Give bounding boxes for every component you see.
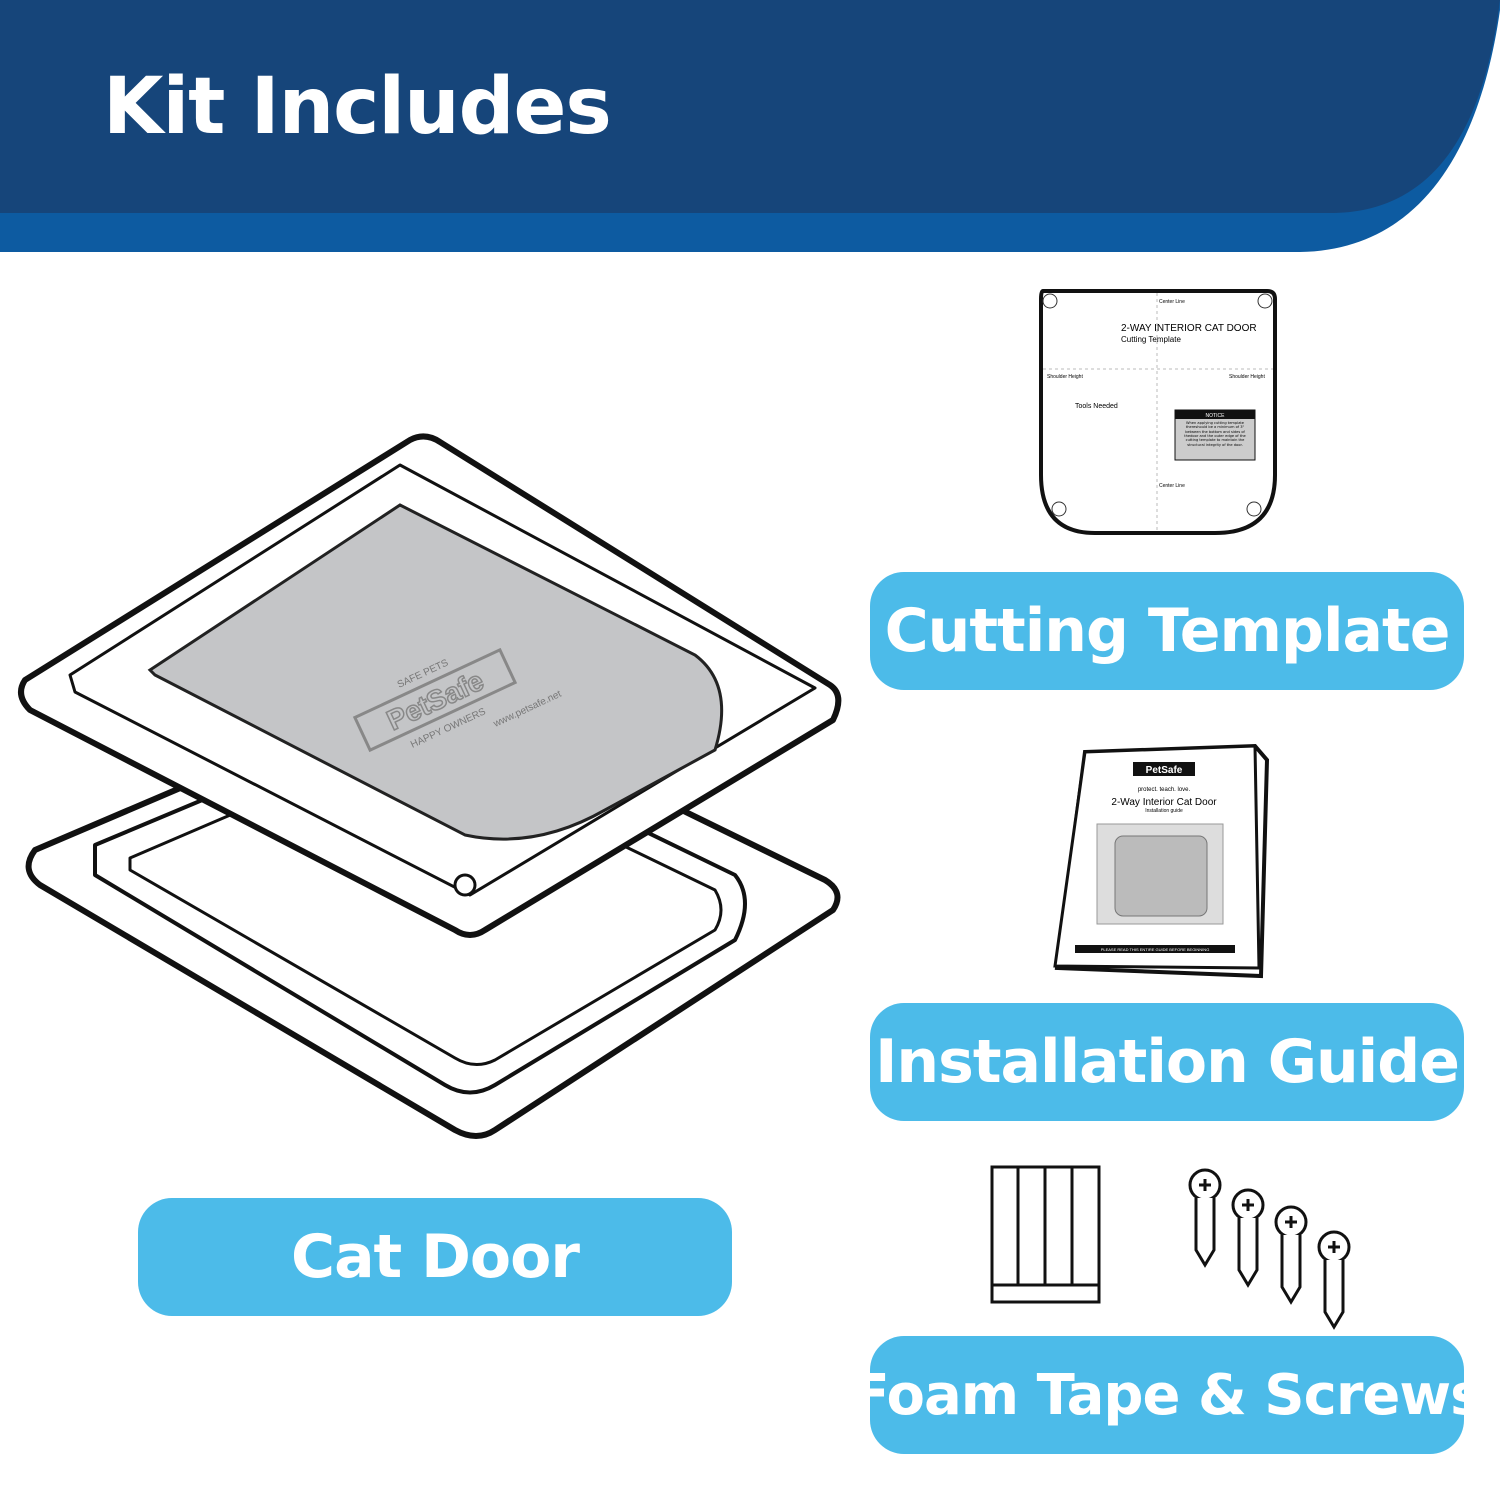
svg-text:Center Line: Center Line <box>1159 483 1185 489</box>
label-foam-tape-screws: Foam Tape & Screws <box>852 1336 1483 1454</box>
screws <box>1188 1168 1351 1330</box>
cat-door-illustration: PetSafe SAFE PETS HAPPY OWNERS www.petsa… <box>18 433 842 1139</box>
svg-text:2-Way Interior Cat Door: 2-Way Interior Cat Door <box>1111 797 1217 808</box>
svg-text:Center Line: Center Line <box>1159 299 1185 305</box>
label-cutting-template: Cutting Template <box>870 572 1464 690</box>
label-installation-guide: Installation Guide <box>870 1003 1464 1121</box>
svg-text:NOTICE: NOTICE <box>1206 413 1226 419</box>
svg-text:Tools Needed: Tools Needed <box>1075 403 1118 410</box>
svg-text:protect. teach. love.: protect. teach. love. <box>1138 787 1191 793</box>
page-title: Kit Includes <box>103 62 612 152</box>
svg-text:2-WAY INTERIOR CAT DOOR: 2-WAY INTERIOR CAT DOOR <box>1121 323 1257 334</box>
foam-tape-and-screws-illustration <box>990 1165 1351 1330</box>
header-shape <box>0 0 1500 252</box>
header-banner: Kit Includes <box>0 0 1500 255</box>
foam-tape <box>990 1165 1101 1304</box>
installation-guide-illustration: PetSafe protect. teach. love. 2-Way Inte… <box>1053 743 1270 979</box>
label-cat-door: Cat Door <box>138 1198 732 1316</box>
cutting-template-illustration: Center Line 2-WAY INTERIOR CAT DOOR Cutt… <box>1039 289 1277 535</box>
svg-text:Installation guide: Installation guide <box>1145 808 1183 814</box>
svg-text:Cutting Template: Cutting Template <box>1121 335 1181 344</box>
svg-text:PetSafe: PetSafe <box>1146 765 1183 776</box>
svg-text:Shoulder Height: Shoulder Height <box>1047 374 1083 380</box>
svg-text:PLEASE READ THIS ENTIRE GUIDE: PLEASE READ THIS ENTIRE GUIDE BEFORE BEG… <box>1101 947 1210 952</box>
svg-text:Shoulder Height: Shoulder Height <box>1229 374 1265 380</box>
